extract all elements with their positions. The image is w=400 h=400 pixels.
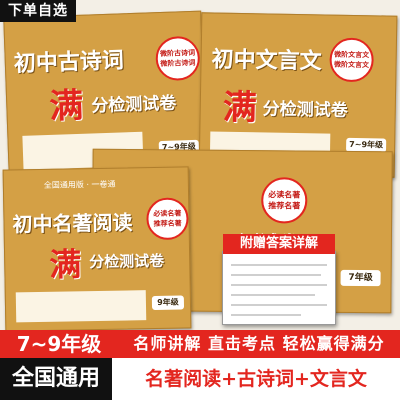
book-poetry-title: 初中古诗词 [13, 47, 125, 78]
book-reading-badge: 必读名著 推荐名著 [146, 197, 189, 241]
national-tag: 全国通用 [0, 358, 112, 400]
book-poetry-sub: 分检测试卷 [91, 93, 177, 117]
book-reading-paper [15, 290, 147, 323]
book-classical-badge: 微阶文言文 微阶文言文 [329, 37, 375, 83]
book-reading-sub: 分检测试卷 [89, 251, 165, 272]
order-ribbon: 下单自选 [0, 0, 76, 22]
grade-tag: 7~9年级 [0, 330, 118, 358]
book-back-badge: 必读名著 推荐名著 [261, 177, 308, 224]
book-reading-strip: 全国通用版 · 一卷通 [43, 179, 116, 190]
book-classical-man: 满 [222, 87, 258, 129]
answer-caption: 附赠答案详解 [223, 234, 335, 254]
book-reading: 全国通用版 · 一卷通 初中名著阅读 满 分检测试卷 必读名著 推荐名著 9年级 [2, 166, 192, 332]
answer-booklet: 附赠答案详解 [222, 234, 336, 325]
book-reading-title: 初中名著阅读 [12, 210, 133, 237]
book-back-grade: 7年级 [340, 269, 381, 287]
book-classical-sub: 分检测试卷 [262, 99, 348, 121]
book-reading-man: 满 [48, 245, 82, 284]
slogan-text: 名师讲解 直击考点 轻松赢得满分 [133, 334, 385, 353]
book-classical-title: 初中文言文 [211, 46, 322, 75]
book-reading-grade: 9年级 [151, 295, 185, 311]
combo-text: 名著阅读+古诗词+文言文 [145, 368, 367, 390]
book-poetry-badge: 微阶古诗词 微阶古诗词 [155, 35, 201, 82]
book-poetry-man: 满 [48, 85, 85, 127]
